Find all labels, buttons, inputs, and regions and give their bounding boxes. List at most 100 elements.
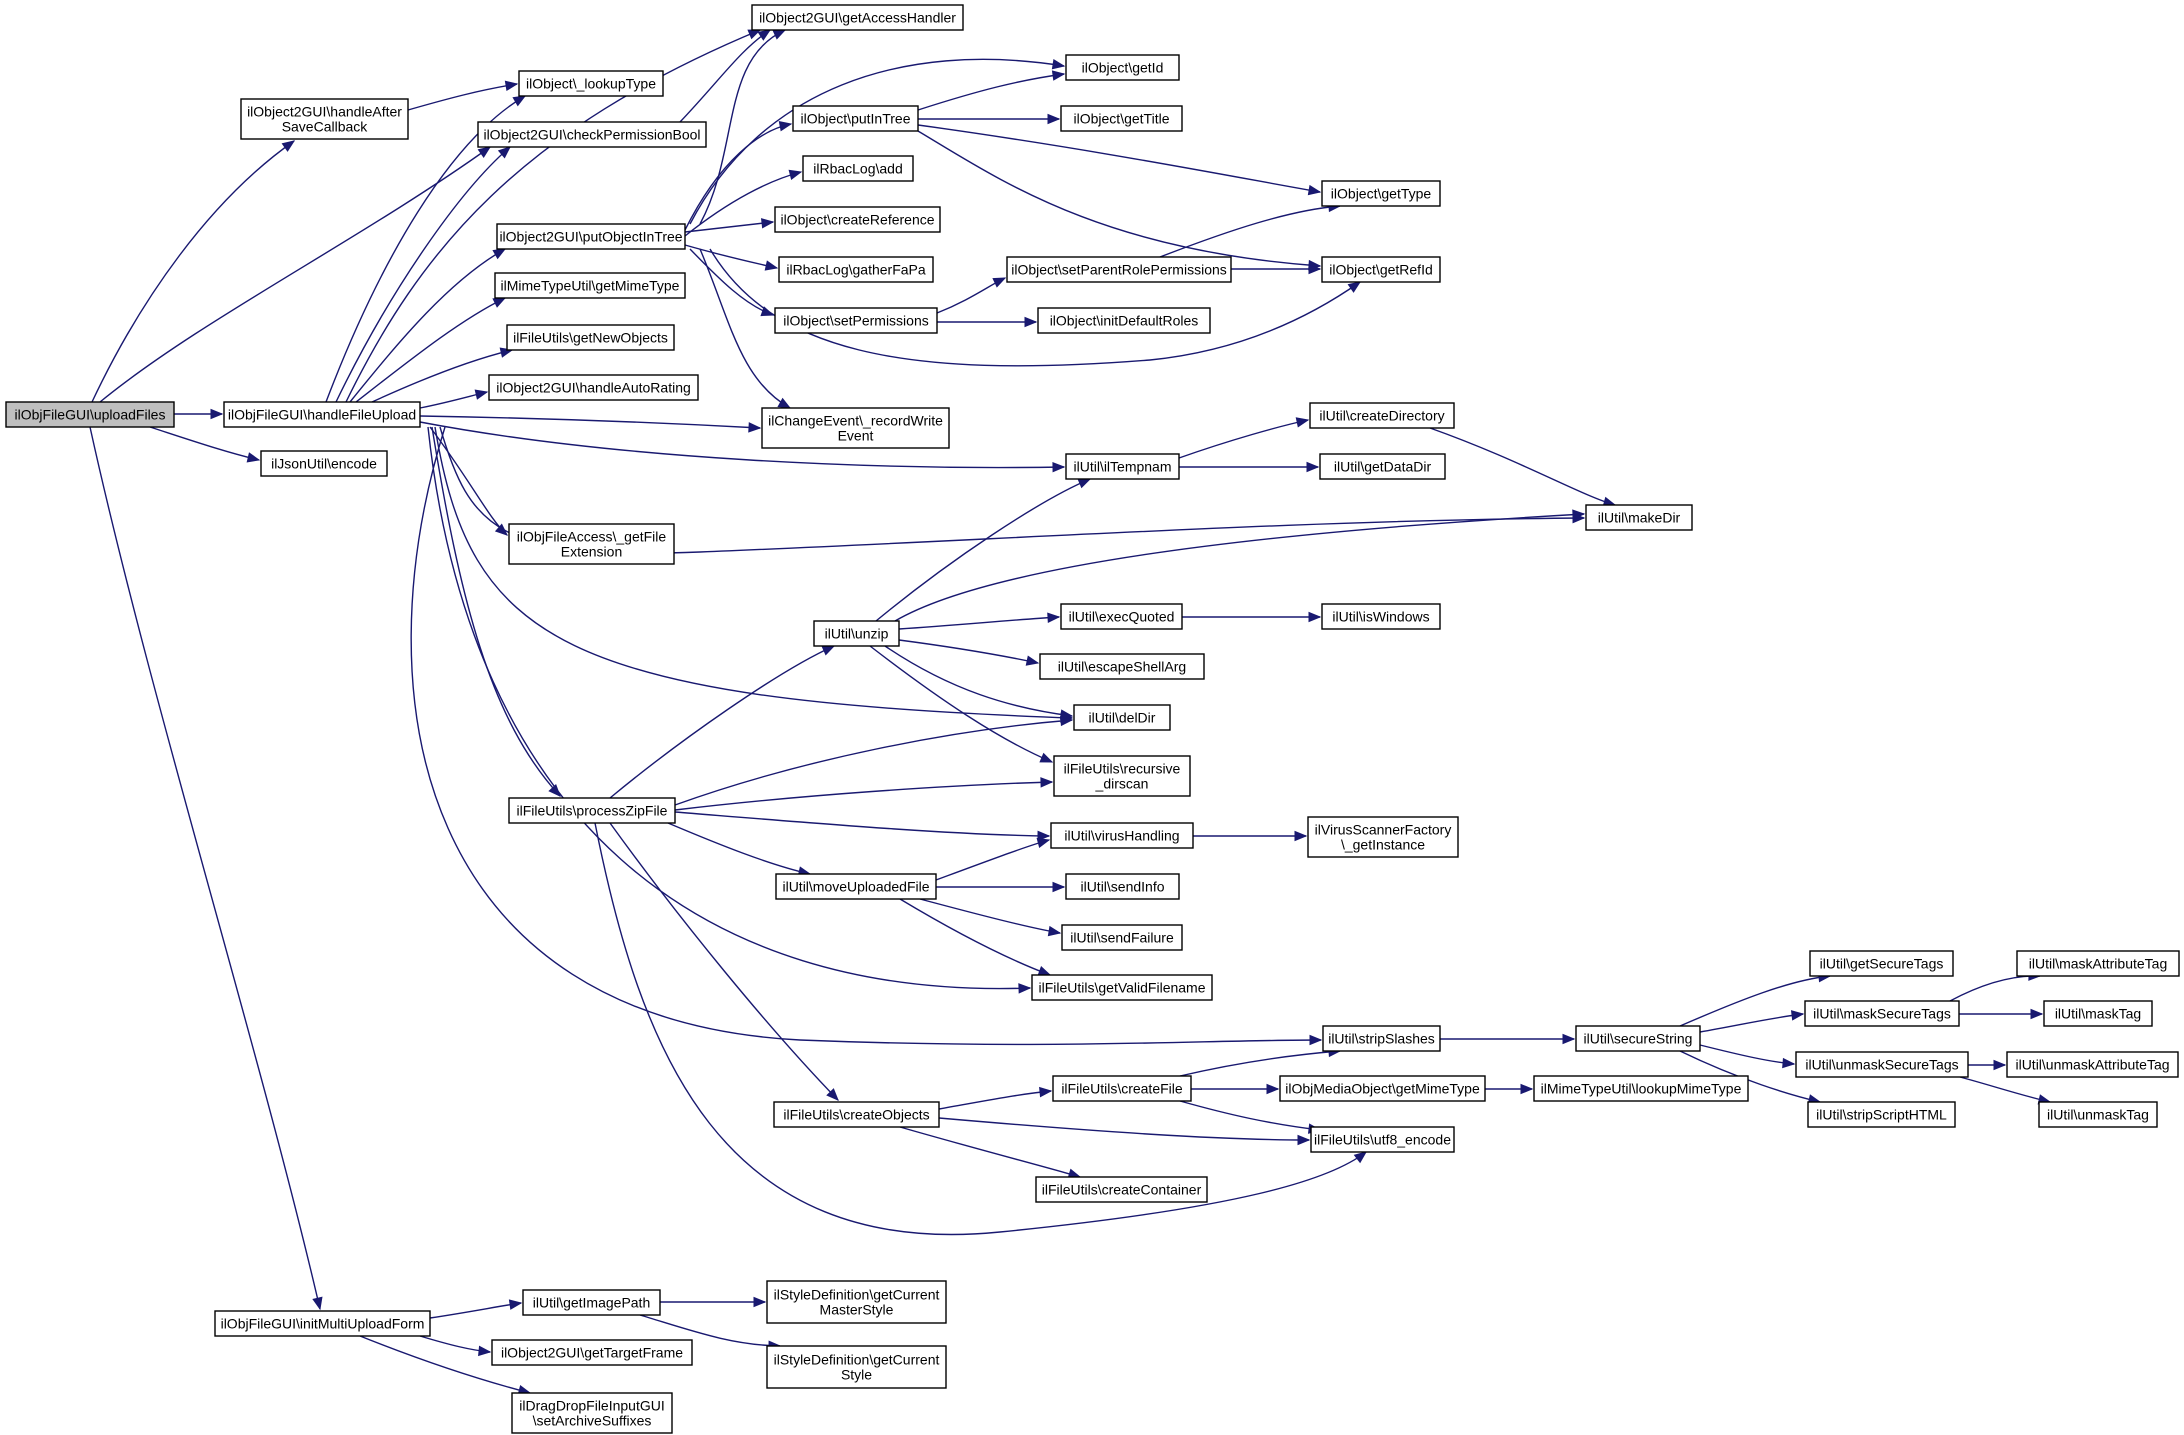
node-sendInfo[interactable]: ilUtil\sendInfo xyxy=(1065,873,1180,900)
node-utf8Encode[interactable]: ilFileUtils\utf8_encode xyxy=(1310,1126,1455,1153)
node-getType[interactable]: ilObject\getType xyxy=(1321,180,1441,207)
edge-line xyxy=(431,426,561,797)
node-label: ilObject2GUI\putObjectInTree xyxy=(499,229,682,245)
node-virusScannerGetInstance[interactable]: ilVirusScannerFactory\_getInstance xyxy=(1307,816,1459,858)
node-getAccessHandler[interactable]: ilObject2GUI\getAccessHandler xyxy=(751,4,964,31)
node-checkPermissionBool[interactable]: ilObject2GUI\checkPermissionBool xyxy=(477,121,707,148)
node-createFile[interactable]: ilFileUtils\createFile xyxy=(1052,1075,1192,1102)
arrowhead-icon xyxy=(1025,655,1040,666)
node-setPermissions[interactable]: ilObject\setPermissions xyxy=(774,307,938,334)
edge-createFile-to-utf8Encode xyxy=(1179,1100,1322,1134)
node-stripSlashes[interactable]: ilUtil\stripSlashes xyxy=(1322,1025,1441,1052)
node-createReference[interactable]: ilObject\createReference xyxy=(774,206,941,233)
node-getDataDir[interactable]: ilUtil\getDataDir xyxy=(1319,453,1446,480)
node-uploadFiles[interactable]: ilObjFileGUI\uploadFiles xyxy=(5,401,175,428)
node-box xyxy=(1037,307,1211,334)
node-jsonEncode[interactable]: ilJsonUtil\encode xyxy=(260,450,388,477)
node-getMimeType[interactable]: ilMimeTypeUtil\getMimeType xyxy=(494,272,686,299)
node-label: \setArchiveSuffixes xyxy=(533,1413,652,1429)
node-label: ilUtil\makeDir xyxy=(1598,510,1681,526)
node-virusHandling[interactable]: ilUtil\virusHandling xyxy=(1050,822,1194,849)
node-stripScriptHTML[interactable]: ilUtil\stripScriptHTML xyxy=(1807,1101,1956,1128)
node-box xyxy=(1310,1126,1455,1153)
edge-line xyxy=(1429,427,1616,506)
node-getImagePath[interactable]: ilUtil\getImagePath xyxy=(522,1289,661,1316)
node-box xyxy=(1053,755,1191,797)
node-getValidFilename[interactable]: ilFileUtils\getValidFilename xyxy=(1031,974,1213,1001)
node-delDir[interactable]: ilUtil\delDir xyxy=(1073,704,1171,731)
node-createObjects[interactable]: ilFileUtils\createObjects xyxy=(773,1101,940,1128)
arrowhead-icon xyxy=(821,645,836,656)
arrowhead-icon xyxy=(1037,830,1051,842)
node-getTitle[interactable]: ilObject\getTitle xyxy=(1060,105,1183,132)
node-secureString[interactable]: ilUtil\secureString xyxy=(1575,1025,1701,1052)
arrowhead-icon xyxy=(788,169,803,180)
node-unzip[interactable]: ilUtil\unzip xyxy=(813,620,900,647)
node-lookupType[interactable]: ilObject\_lookupType xyxy=(518,70,664,97)
node-initDefaultRoles[interactable]: ilObject\initDefaultRoles xyxy=(1037,307,1211,334)
node-objMediaGetMimeType[interactable]: ilObjMediaObject\getMimeType xyxy=(1279,1075,1486,1102)
node-unmaskSecureTags[interactable]: ilUtil\unmaskSecureTags xyxy=(1795,1051,1969,1078)
node-box xyxy=(511,1392,673,1434)
arrowhead-icon xyxy=(1024,316,1038,328)
node-label: ilFileUtils\processZipFile xyxy=(517,803,668,819)
edge-ilTempnam-to-createDirectory xyxy=(1178,417,1310,459)
node-unmaskAttributeTag[interactable]: ilUtil\unmaskAttributeTag xyxy=(2006,1051,2179,1078)
node-sendFailure[interactable]: ilUtil\sendFailure xyxy=(1061,924,1183,951)
node-execQuoted[interactable]: ilUtil\execQuoted xyxy=(1060,603,1183,630)
edge-handleFileUpload-to-ilTempnam xyxy=(419,421,1066,473)
node-putInTree[interactable]: ilObject\putInTree xyxy=(792,105,919,132)
node-rbacAdd[interactable]: ilRbacLog\add xyxy=(802,155,914,182)
node-isWindows[interactable]: ilUtil\isWindows xyxy=(1321,603,1441,630)
node-getRefId[interactable]: ilObject\getRefId xyxy=(1321,256,1441,283)
node-getSecureTags[interactable]: ilUtil\getSecureTags xyxy=(1809,950,1954,977)
edge-handleFileUpload-to-delDir xyxy=(434,426,1074,723)
node-unmaskTag[interactable]: ilUtil\unmaskTag xyxy=(2038,1101,2158,1128)
node-maskAttributeTag[interactable]: ilUtil\maskAttributeTag xyxy=(2016,950,2180,977)
node-ilTempnam[interactable]: ilUtil\ilTempnam xyxy=(1065,453,1180,480)
edge-line xyxy=(407,83,518,111)
node-createDirectory[interactable]: ilUtil\createDirectory xyxy=(1309,402,1455,429)
edge-line xyxy=(434,426,1073,719)
node-makeDir[interactable]: ilUtil\makeDir xyxy=(1585,504,1693,531)
edge-maskSecureTags-to-maskTag xyxy=(1959,1008,2044,1020)
node-moveUploadedFile[interactable]: ilUtil\moveUploadedFile xyxy=(775,873,937,900)
node-initMultiUploadForm[interactable]: ilObjFileGUI\initMultiUploadForm xyxy=(214,1310,431,1337)
node-recursiveDirscan[interactable]: ilFileUtils\recursive_dirscan xyxy=(1053,755,1191,797)
node-lookupMimeType[interactable]: ilMimeTypeUtil\lookupMimeType xyxy=(1533,1075,1749,1102)
node-handleFileUpload[interactable]: ilObjFileGUI\handleFileUpload xyxy=(223,401,421,428)
node-setArchiveSuffixes[interactable]: ilDragDropFileInputGUI\setArchiveSuffixe… xyxy=(511,1392,673,1434)
arrowhead-icon xyxy=(477,146,492,158)
node-createContainer[interactable]: ilFileUtils\createContainer xyxy=(1035,1176,1208,1203)
node-label: ilObjMediaObject\getMimeType xyxy=(1285,1081,1480,1097)
arrowhead-icon xyxy=(1520,1083,1534,1095)
node-label: ilUtil\escapeShellArg xyxy=(1058,659,1186,675)
node-handleAutoRating[interactable]: ilObject2GUI\handleAutoRating xyxy=(488,374,699,401)
node-box xyxy=(1031,974,1213,1001)
node-label: ilUtil\sendFailure xyxy=(1070,930,1174,946)
node-putObjectInTree[interactable]: ilObject2GUI\putObjectInTree xyxy=(496,223,686,250)
node-getNewObjects[interactable]: ilFileUtils\getNewObjects xyxy=(506,324,675,351)
node-getId[interactable]: ilObject\getId xyxy=(1065,54,1180,81)
edge-putObjectInTree-to-gatherFaPa xyxy=(684,244,779,271)
arrowhead-icon xyxy=(2030,1008,2044,1020)
node-label: ilRbacLog\add xyxy=(813,161,903,177)
node-escapeShellArg[interactable]: ilUtil\escapeShellArg xyxy=(1039,653,1205,680)
node-processZipFile[interactable]: ilFileUtils\processZipFile xyxy=(508,797,676,824)
node-maskSecureTags[interactable]: ilUtil\maskSecureTags xyxy=(1804,1000,1960,1027)
node-label: ilObject\getId xyxy=(1082,60,1164,76)
arrowhead-icon xyxy=(1309,1034,1323,1046)
node-gatherFaPa[interactable]: ilRbacLog\gatherFaPa xyxy=(778,256,934,283)
node-box xyxy=(1321,256,1441,283)
node-box xyxy=(1060,603,1183,630)
node-maskTag[interactable]: ilUtil\maskTag xyxy=(2043,1000,2153,1027)
edge-line xyxy=(875,478,1091,622)
node-getTargetFrame[interactable]: ilObject2GUI\getTargetFrame xyxy=(491,1339,693,1366)
node-box xyxy=(494,272,686,299)
node-setParentRolePermissions[interactable]: ilObject\setParentRolePermissions xyxy=(1006,256,1232,283)
